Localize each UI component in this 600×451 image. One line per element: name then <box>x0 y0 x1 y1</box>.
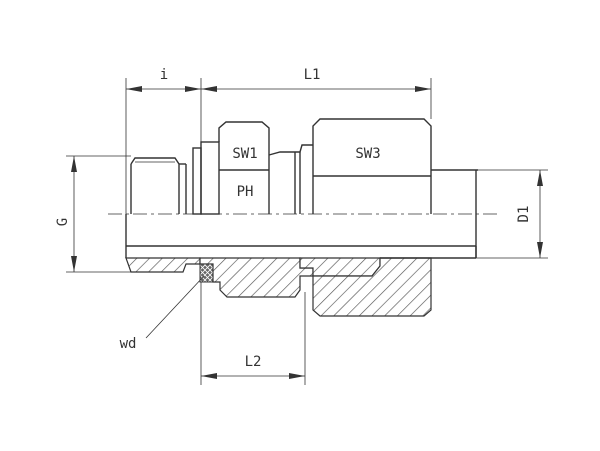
label-g: G <box>55 218 71 226</box>
seal-ring <box>199 263 214 283</box>
fitting-section-view <box>125 214 477 317</box>
label-sw1: SW1 <box>232 146 257 162</box>
label-ph: PH <box>237 184 254 200</box>
label-l2: L2 <box>245 354 262 370</box>
label-sw3: SW3 <box>355 146 380 162</box>
fitting-body-outline <box>130 118 478 258</box>
label-wd: wd <box>120 336 137 352</box>
label-l1: L1 <box>304 67 321 83</box>
label-i: i <box>160 67 168 83</box>
dimension-lines <box>66 78 548 385</box>
label-d1: D1 <box>516 206 532 223</box>
